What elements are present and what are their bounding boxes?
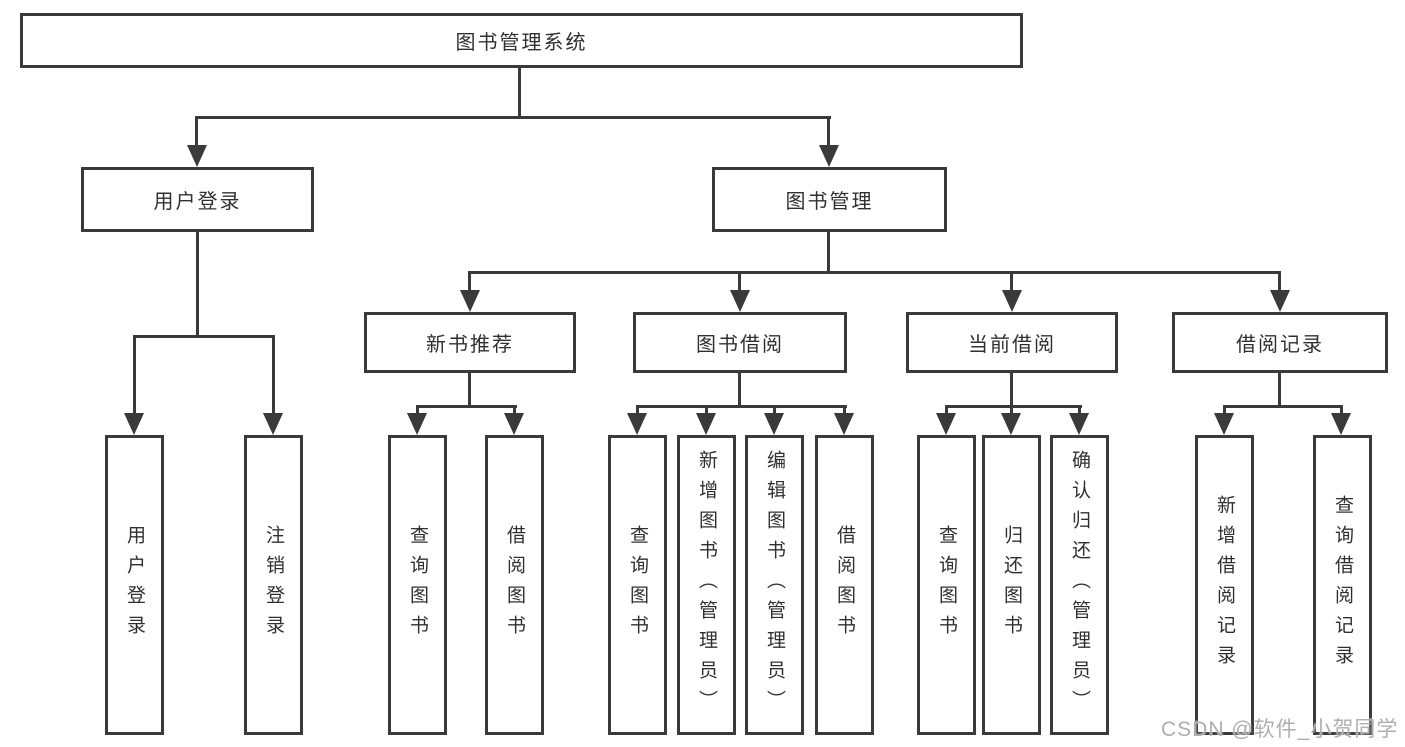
arrow-down-icon: [1069, 413, 1089, 435]
leaf-logout-label: 注销登录: [263, 525, 284, 645]
arrow-down-icon: [696, 413, 716, 435]
connector-line: [195, 116, 198, 148]
leaf-query-borrow-record-label: 查询借阅记录: [1332, 495, 1353, 675]
node-user-login: 用户登录: [81, 167, 314, 232]
connector-line: [468, 271, 1281, 274]
arrow-down-icon: [764, 413, 784, 435]
arrow-down-icon: [504, 413, 524, 435]
node-book-management: 图书管理: [712, 167, 947, 232]
leaf-user-login: 用户登录: [105, 435, 164, 735]
watermark: CSDN @软件_小贺同学: [1161, 718, 1399, 741]
connector-line: [1010, 405, 1013, 415]
leaf-confirm-return-admin-label: 确认归还（管理员）: [1069, 450, 1090, 720]
leaf-add-borrow-record-label: 新增借阅记录: [1214, 495, 1235, 675]
node-root-label: 图书管理系统: [455, 32, 588, 54]
connector-line: [1223, 405, 1226, 415]
connector-line: [1078, 405, 1081, 415]
connector-line: [1340, 405, 1343, 415]
arrow-down-icon: [834, 413, 854, 435]
connector-line: [827, 232, 830, 273]
leaf-borrow-books-recommend: 借阅图书: [485, 435, 544, 735]
connector-line: [1278, 373, 1281, 407]
leaf-query-books-recommend-label: 查询图书: [407, 525, 428, 645]
arrow-down-icon: [1002, 290, 1022, 312]
node-book-management-label: 图书管理: [785, 191, 874, 213]
connector-line: [738, 271, 741, 293]
connector-line: [416, 405, 419, 415]
connector-line: [196, 232, 199, 337]
leaf-query-books-borrow-label: 查询图书: [627, 525, 648, 645]
connector-line: [195, 116, 831, 119]
node-current-borrow: 当前借阅: [906, 312, 1118, 373]
leaf-borrow-books-label: 借阅图书: [834, 525, 855, 645]
leaf-logout: 注销登录: [244, 435, 303, 735]
arrow-down-icon: [1331, 413, 1351, 435]
leaf-return-book-label: 归还图书: [1001, 525, 1022, 645]
leaf-user-login-label: 用户登录: [124, 525, 145, 645]
arrow-down-icon: [460, 290, 480, 312]
arrow-down-icon: [1270, 290, 1290, 312]
node-current-borrow-label: 当前借阅: [968, 334, 1056, 356]
leaf-add-book-admin: 新增图书（管理员）: [677, 435, 736, 735]
connector-line: [738, 373, 741, 407]
connector-line: [468, 373, 471, 407]
leaf-borrow-books-recommend-label: 借阅图书: [504, 525, 525, 645]
connector-line: [827, 116, 830, 148]
arrow-down-icon: [627, 413, 647, 435]
arrow-down-icon: [124, 413, 144, 435]
connector-line: [945, 405, 948, 415]
connector-line: [1010, 373, 1013, 407]
connector-line: [513, 405, 516, 415]
node-borrow-records: 借阅记录: [1172, 312, 1388, 373]
leaf-edit-book-admin: 编辑图书（管理员）: [745, 435, 804, 735]
leaf-edit-book-admin-label: 编辑图书（管理员）: [764, 450, 785, 720]
leaf-add-book-admin-label: 新增图书（管理员）: [696, 450, 717, 720]
connector-line: [1223, 405, 1343, 408]
leaf-query-books-recommend: 查询图书: [388, 435, 447, 735]
arrow-down-icon: [730, 290, 750, 312]
leaf-query-books-current-label: 查询图书: [936, 525, 957, 645]
leaf-add-borrow-record: 新增借阅记录: [1195, 435, 1254, 735]
node-book-borrow-label: 图书借阅: [696, 334, 784, 356]
leaf-query-books-current: 查询图书: [917, 435, 976, 735]
connector-line: [636, 405, 639, 415]
connector-line: [705, 405, 708, 415]
leaf-query-books-borrow: 查询图书: [608, 435, 667, 735]
connector-line: [843, 405, 846, 415]
arrow-down-icon: [1001, 413, 1021, 435]
leaf-borrow-books: 借阅图书: [815, 435, 874, 735]
connector-line: [133, 335, 136, 415]
connector-line: [518, 68, 521, 118]
connector-line: [272, 335, 275, 415]
leaf-return-book: 归还图书: [982, 435, 1041, 735]
arrow-down-icon: [819, 145, 839, 167]
arrow-down-icon: [1214, 413, 1234, 435]
arrow-down-icon: [407, 413, 427, 435]
connector-line: [945, 405, 1082, 408]
node-new-book-recommend: 新书推荐: [364, 312, 576, 373]
connector-line: [133, 335, 275, 338]
connector-line: [773, 405, 776, 415]
connector-line: [636, 405, 847, 408]
connector-line: [1010, 271, 1013, 293]
leaf-confirm-return-admin: 确认归还（管理员）: [1050, 435, 1109, 735]
connector-line: [1278, 271, 1281, 293]
node-root: 图书管理系统: [20, 13, 1023, 68]
node-user-login-label: 用户登录: [153, 191, 242, 213]
arrow-down-icon: [187, 145, 207, 167]
connector-line: [468, 271, 471, 293]
leaf-query-borrow-record: 查询借阅记录: [1313, 435, 1372, 735]
arrow-down-icon: [263, 413, 283, 435]
node-borrow-records-label: 借阅记录: [1236, 334, 1324, 356]
connector-line: [416, 405, 517, 408]
node-new-book-recommend-label: 新书推荐: [426, 334, 514, 356]
arrow-down-icon: [936, 413, 956, 435]
node-book-borrow: 图书借阅: [633, 312, 847, 373]
